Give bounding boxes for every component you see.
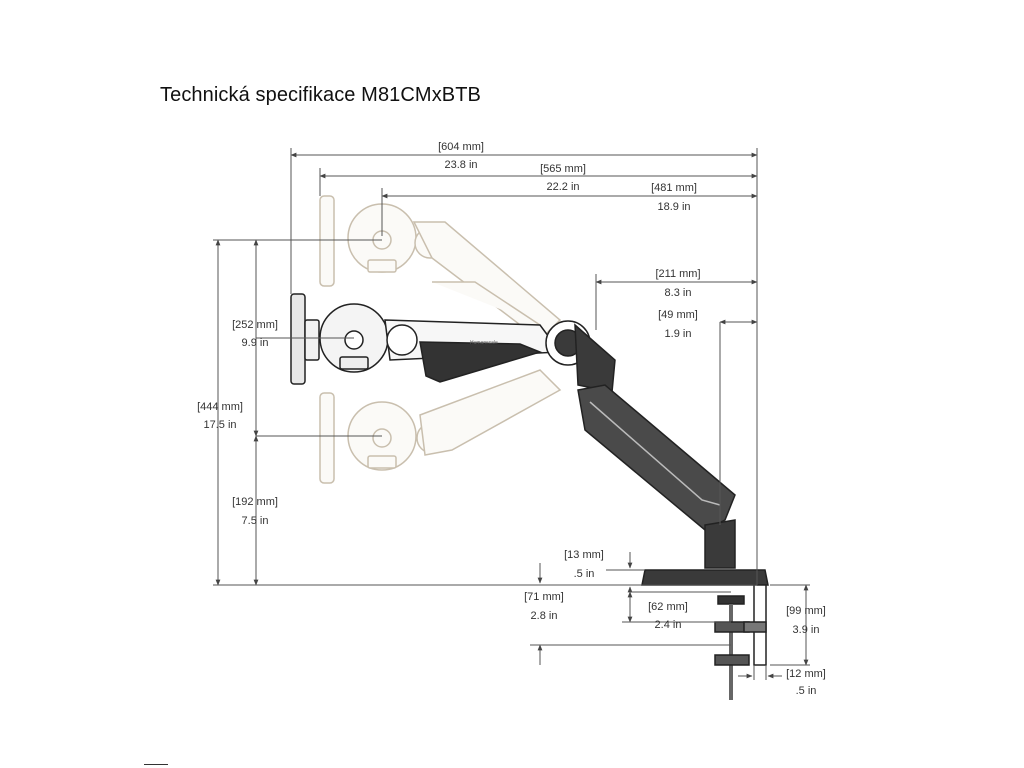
- dim-99-in: 3.9 in: [793, 624, 820, 636]
- dim-13-mm: [13 mm]: [564, 549, 604, 561]
- monitor-arm: [290, 293, 769, 700]
- footer-rule: [144, 764, 168, 765]
- dim-252-in: 9.9 in: [242, 337, 269, 349]
- dim-252-mm: [252 mm]: [232, 319, 278, 331]
- ghost-arm-lower: [319, 369, 562, 484]
- dim-71-in: 2.8 in: [531, 610, 558, 622]
- dim-604-mm: [604 mm]: [438, 141, 484, 153]
- dim-481-mm: [481 mm]: [651, 182, 697, 194]
- dim-481-in: 18.9 in: [657, 201, 690, 213]
- dim-192-in: 7.5 in: [242, 515, 269, 527]
- dim-444-in: 17.5 in: [203, 419, 236, 431]
- dim-71-mm: [71 mm]: [524, 591, 564, 603]
- dimension-lines: [213, 148, 810, 680]
- dim-604-in: 23.8 in: [444, 159, 477, 171]
- dim-99-mm: [99 mm]: [786, 605, 826, 617]
- ghost-arm-upper: [319, 195, 562, 341]
- dim-12-mm: [12 mm]: [786, 668, 826, 680]
- page-title: Technická specifikace M81CMxBTB: [160, 84, 481, 106]
- dim-565-in: 22.2 in: [546, 181, 579, 193]
- dim-49-in: 1.9 in: [665, 328, 692, 340]
- dim-211-in: 8.3 in: [665, 287, 692, 299]
- dim-62-in: 2.4 in: [655, 619, 682, 631]
- dim-12-in: .5 in: [796, 685, 817, 697]
- brand-mark: Humanscale: [470, 340, 498, 346]
- dim-444-mm: [444 mm]: [197, 401, 243, 413]
- dimension-labels: [604 mm] 23.8 in [565 mm] 22.2 in [481 m…: [197, 141, 826, 697]
- dim-211-mm: [211 mm]: [655, 268, 700, 280]
- dim-13-in: .5 in: [574, 568, 595, 580]
- dim-62-mm: [62 mm]: [648, 601, 688, 613]
- dim-565-mm: [565 mm]: [540, 163, 586, 175]
- dim-49-mm: [49 mm]: [658, 309, 698, 321]
- dim-192-mm: [192 mm]: [232, 496, 278, 508]
